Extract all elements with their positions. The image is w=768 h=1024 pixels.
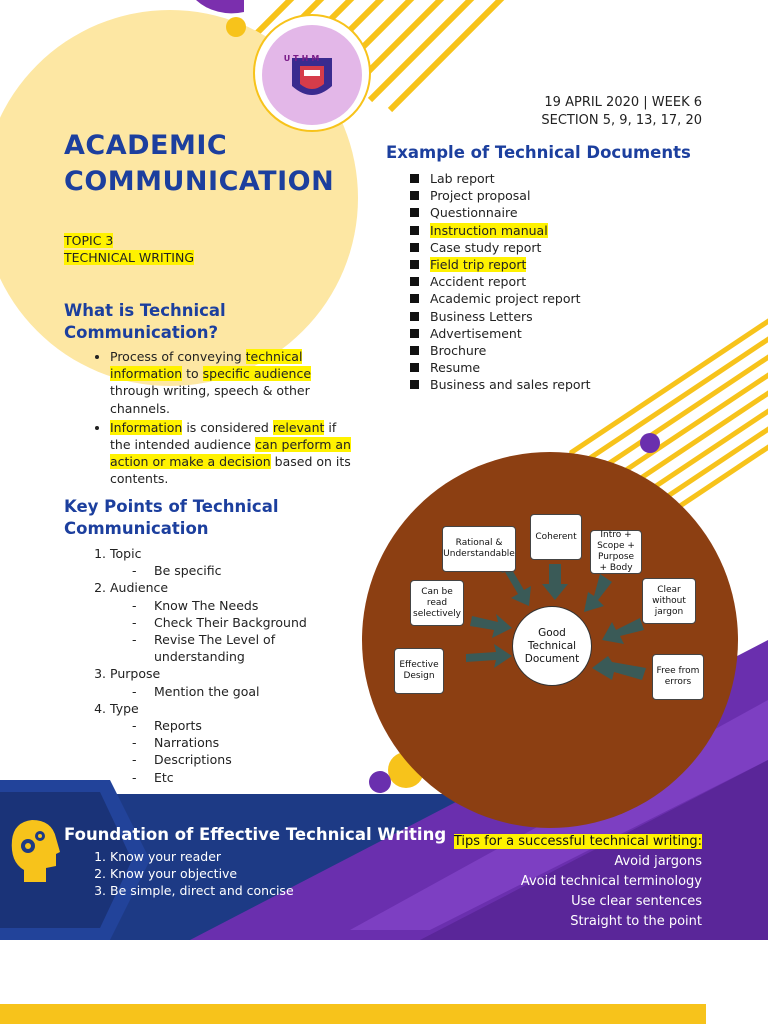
example-item: Questionnaire <box>410 204 716 221</box>
examples-section: Example of Technical Documents Lab repor… <box>386 142 716 394</box>
foundation-heading: Foundation of Effective Technical Writin… <box>64 825 447 844</box>
title-line-1: ACADEMIC <box>64 130 228 161</box>
what-is-list: Process of conveying technical informati… <box>64 348 354 488</box>
date-line: 19 APRIL 2020 | WEEK 6 <box>544 95 702 110</box>
key-point-sub: Reports <box>132 717 354 734</box>
key-point-sub: Revise The Level of understanding <box>132 631 354 665</box>
key-point-item: Purpose Mention the goal <box>110 665 354 700</box>
logo-text: UTHM <box>283 54 323 63</box>
example-item: Case study report <box>410 239 716 256</box>
example-item: Accident report <box>410 273 716 290</box>
what-is-bullet-2: Information is considered relevant if th… <box>110 419 354 488</box>
foundation-item: Be simple, direct and concise <box>110 882 464 899</box>
example-item: Field trip report <box>410 256 716 273</box>
topic-name: TECHNICAL WRITING <box>64 250 195 265</box>
key-points-list: Topic Be specific Audience Know The Need… <box>64 545 354 786</box>
key-points-section: Key Points of Technical Communication To… <box>64 496 354 786</box>
node-clear: Clear without jargon <box>642 578 696 624</box>
example-item: Instruction manual <box>410 222 716 239</box>
node-rational: Rational & Understandable <box>442 526 516 572</box>
tips-section: Tips for a successful technical writing:… <box>453 832 702 932</box>
foundation-list: Know your reader Know your objective Be … <box>64 848 464 899</box>
tip-item: Avoid technical terminology <box>520 874 702 889</box>
key-point-sub: Check Their Background <box>132 614 354 631</box>
date-block: 19 APRIL 2020 | WEEK 6 SECTION 5, 9, 13,… <box>541 94 702 130</box>
foundation-section: Foundation of Effective Technical Writin… <box>64 824 464 899</box>
tip-item: Straight to the point <box>570 914 702 929</box>
section-line: SECTION 5, 9, 13, 17, 20 <box>541 113 702 128</box>
key-point-sub: Be specific <box>132 562 354 579</box>
example-item: Project proposal <box>410 187 716 204</box>
topic-number: TOPIC 3 <box>64 233 114 248</box>
examples-heading: Example of Technical Documents <box>386 143 691 162</box>
example-item: Brochure <box>410 342 716 359</box>
tip-item: Avoid jargons <box>614 854 702 869</box>
key-point-sub: Mention the goal <box>132 683 354 700</box>
example-item: Business and sales report <box>410 376 716 393</box>
key-point-sub: Etc <box>132 769 354 786</box>
node-selective: Can be read selectively <box>410 580 464 626</box>
key-point-item: Topic Be specific <box>110 545 354 580</box>
key-point-sub: Narrations <box>132 734 354 751</box>
example-item: Business Letters <box>410 308 716 325</box>
foundation-item: Know your reader <box>110 848 464 865</box>
example-item: Advertisement <box>410 325 716 342</box>
foundation-item: Know your objective <box>110 865 464 882</box>
example-item: Resume <box>410 359 716 376</box>
example-item: Lab report <box>410 170 716 187</box>
tip-item: Use clear sentences <box>571 894 702 909</box>
node-coherent: Coherent <box>530 514 582 560</box>
topic-label: TOPIC 3 TECHNICAL WRITING <box>64 232 195 266</box>
example-item: Academic project report <box>410 290 716 307</box>
node-center: Good Technical Document <box>512 606 592 686</box>
key-points-heading: Key Points of Technical Communication <box>64 497 279 538</box>
node-effective: Effective Design <box>394 648 444 694</box>
key-point-sub: Know The Needs <box>132 597 354 614</box>
key-point-sub: Descriptions <box>132 751 354 768</box>
diagram-arrows <box>466 564 646 680</box>
title-line-2: COMMUNICATION <box>64 166 335 197</box>
tips-heading: Tips for a successful technical writing: <box>453 834 702 849</box>
what-is-heading: What is Technical Communication? <box>64 301 226 342</box>
what-is-bullet-1: Process of conveying technical informati… <box>110 348 354 417</box>
bottom-gold-bar <box>0 1004 706 1024</box>
node-free: Free from errors <box>652 654 704 700</box>
head-gears-icon <box>11 820 60 882</box>
key-point-item: Type Reports Narrations Descriptions Etc <box>110 700 354 786</box>
what-is-section: What is Technical Communication? Process… <box>64 300 354 490</box>
page-title: ACADEMIC COMMUNICATION <box>64 128 334 200</box>
key-point-item: Audience Know The Needs Check Their Back… <box>110 579 354 665</box>
node-intro: Intro + Scope + Purpose + Body <box>590 530 642 574</box>
